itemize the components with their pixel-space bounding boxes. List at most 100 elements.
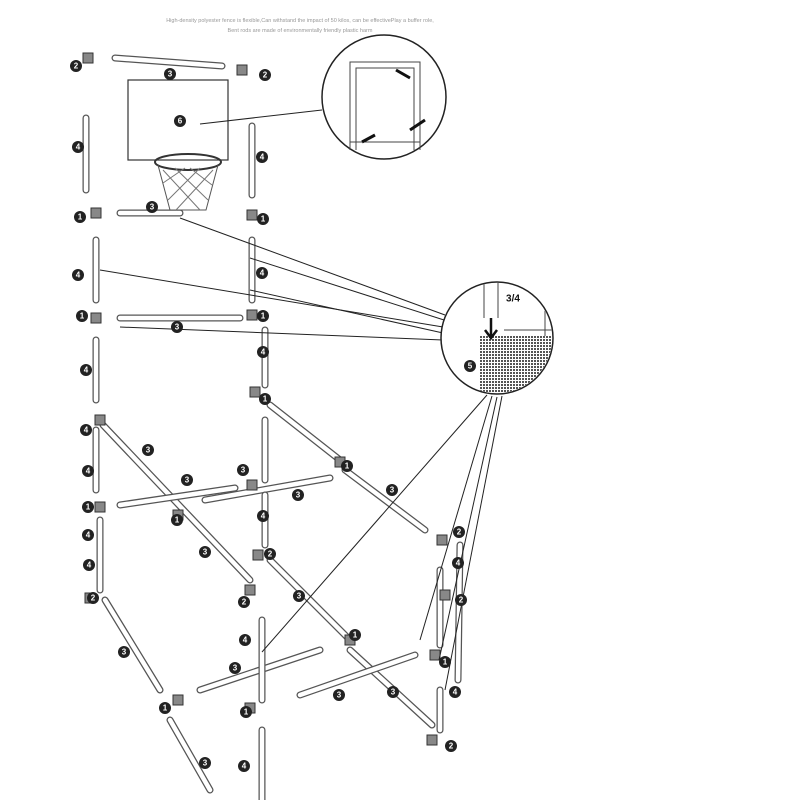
part-label: 3: [333, 689, 345, 701]
pipe: [267, 402, 343, 463]
pipe: [112, 55, 225, 69]
connector: [249, 386, 261, 398]
part-label: 6: [174, 115, 186, 127]
pipe: [202, 475, 333, 503]
svg-text:4: 4: [86, 467, 91, 476]
connector: [252, 549, 264, 561]
svg-text:4: 4: [260, 269, 265, 278]
svg-text:1: 1: [86, 503, 91, 512]
connector: [90, 312, 102, 324]
part-label: 1: [159, 702, 171, 714]
part-label: 3: [199, 546, 211, 558]
part-label: 4: [239, 634, 251, 646]
detail-circle-net: [440, 281, 554, 395]
part-label: 3: [146, 201, 158, 213]
connector: [172, 694, 184, 706]
svg-text:2: 2: [459, 596, 464, 605]
connector: [94, 414, 106, 426]
hoop-net: [154, 153, 222, 211]
connector: [244, 584, 256, 596]
pipe: [267, 557, 353, 643]
part-label: 3: [292, 489, 304, 501]
svg-text:3: 3: [233, 664, 238, 673]
part-label: 2: [70, 60, 82, 72]
svg-text:2: 2: [242, 598, 247, 607]
part-label: 3: [142, 444, 154, 456]
caption-line-1: High-density polyester fence is flexible…: [166, 18, 434, 24]
svg-text:4: 4: [86, 531, 91, 540]
part-label: 4: [72, 141, 84, 153]
svg-text:2: 2: [263, 71, 268, 80]
svg-text:1: 1: [443, 658, 448, 667]
svg-text:3: 3: [241, 466, 246, 475]
part-label: 4: [80, 364, 92, 376]
detail-label-rod: 3/4: [506, 294, 520, 305]
svg-text:1: 1: [345, 462, 350, 471]
svg-text:3: 3: [146, 446, 151, 455]
svg-text:2: 2: [74, 62, 79, 71]
connector: [246, 209, 258, 221]
svg-text:1: 1: [261, 312, 266, 321]
part-label: 3: [171, 321, 183, 333]
part-label: 4: [72, 269, 84, 281]
svg-text:2: 2: [449, 742, 454, 751]
part-label: 1: [257, 213, 269, 225]
part-label: 1: [439, 656, 451, 668]
part-label: 4: [238, 760, 250, 772]
svg-text:3: 3: [390, 486, 395, 495]
svg-text:4: 4: [456, 559, 461, 568]
part-label: 4: [449, 686, 461, 698]
part-label: 3: [293, 590, 305, 602]
svg-text:2: 2: [457, 528, 462, 537]
svg-text:2: 2: [268, 550, 273, 559]
part-label: 3: [386, 484, 398, 496]
svg-text:1: 1: [163, 704, 168, 713]
part-label: 2: [259, 69, 271, 81]
svg-text:3: 3: [391, 688, 396, 697]
connector: [246, 479, 258, 491]
connector: [429, 649, 441, 661]
svg-text:4: 4: [84, 366, 89, 375]
part-label: 1: [74, 211, 86, 223]
part-label: 4: [82, 529, 94, 541]
part-label: 1: [349, 629, 361, 641]
pipe: [102, 597, 163, 693]
connector: [426, 734, 438, 746]
svg-text:5: 5: [468, 362, 473, 371]
svg-text:2: 2: [91, 594, 96, 603]
svg-text:4: 4: [76, 271, 81, 280]
part-label: 3: [181, 474, 193, 486]
part-label: 1: [259, 393, 271, 405]
part-label: 4: [257, 510, 269, 522]
part-label: 3: [118, 646, 130, 658]
svg-text:3: 3: [122, 648, 127, 657]
svg-text:1: 1: [263, 395, 268, 404]
svg-text:3: 3: [175, 323, 180, 332]
svg-text:1: 1: [78, 213, 83, 222]
part-label: 1: [240, 706, 252, 718]
pipe: [117, 485, 238, 508]
svg-text:3: 3: [337, 691, 342, 700]
part-label: 2: [87, 592, 99, 604]
part-label: 4: [452, 557, 464, 569]
svg-text:4: 4: [260, 153, 265, 162]
svg-text:1: 1: [80, 312, 85, 321]
svg-text:4: 4: [84, 426, 89, 435]
connector: [94, 501, 106, 513]
svg-text:3: 3: [168, 70, 173, 79]
part-label: 4: [82, 465, 94, 477]
svg-text:3: 3: [203, 759, 208, 768]
svg-text:3: 3: [203, 548, 208, 557]
part-label: 2: [455, 594, 467, 606]
connector: [436, 534, 448, 546]
part-label: 3: [237, 464, 249, 476]
pipe: [297, 652, 418, 698]
pipe: [342, 467, 428, 533]
part-label: 4: [256, 151, 268, 163]
svg-text:4: 4: [261, 512, 266, 521]
part-label: 2: [238, 596, 250, 608]
connector: [90, 207, 102, 219]
connector: [82, 52, 94, 64]
svg-text:3: 3: [185, 476, 190, 485]
